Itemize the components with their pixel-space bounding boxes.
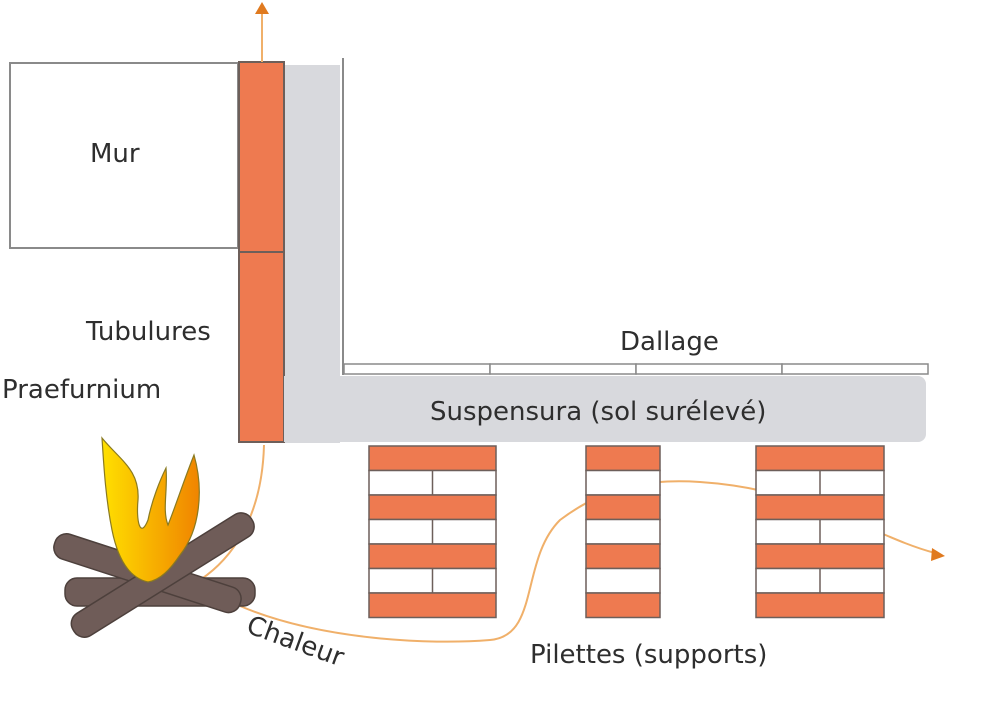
flame-icon (101, 436, 200, 583)
heat-arrow-icon (931, 548, 945, 561)
fire-icon (53, 436, 256, 638)
brick-course (755, 445, 885, 472)
wall-label: Mur (90, 139, 140, 169)
brick-course (755, 592, 885, 619)
paving-tile (635, 363, 783, 375)
exhaust-arrow-icon (255, 2, 269, 14)
mortar-course (585, 469, 661, 496)
tubes-column (238, 61, 285, 443)
brick-course (368, 543, 497, 570)
brick-course (755, 494, 885, 521)
pillar-1 (368, 445, 497, 619)
brick-course (585, 592, 661, 619)
brick-course (585, 494, 661, 521)
raised-floor-label: Suspensura (sol surélevé) (430, 397, 766, 427)
pillar-3 (755, 445, 885, 619)
pillars-label: Pilettes (supports) (530, 640, 767, 670)
mortar-course (585, 567, 661, 594)
tube-segment-upper (238, 61, 285, 253)
paving-tile (343, 363, 491, 375)
pillars-group (368, 445, 885, 619)
brick-course (585, 543, 661, 570)
brick-course (585, 445, 661, 472)
paving-tile (781, 363, 929, 375)
heat-label: Chaleur (243, 610, 348, 673)
pillar-2 (585, 445, 661, 619)
raised-floor (336, 376, 926, 442)
furnace-label: Praefurnium (2, 375, 161, 405)
paving (343, 363, 929, 375)
brick-course (755, 543, 885, 570)
wall-block (9, 62, 239, 249)
raised-floor-joint (284, 376, 344, 442)
tube-segment-lower (238, 251, 285, 443)
paving-tile (489, 363, 637, 375)
brick-course (368, 445, 497, 472)
paving-label: Dallage (620, 327, 719, 357)
brick-course (368, 592, 497, 619)
tubes-label: Tubulures (85, 317, 211, 347)
mortar-course (585, 518, 661, 545)
brick-course (368, 494, 497, 521)
